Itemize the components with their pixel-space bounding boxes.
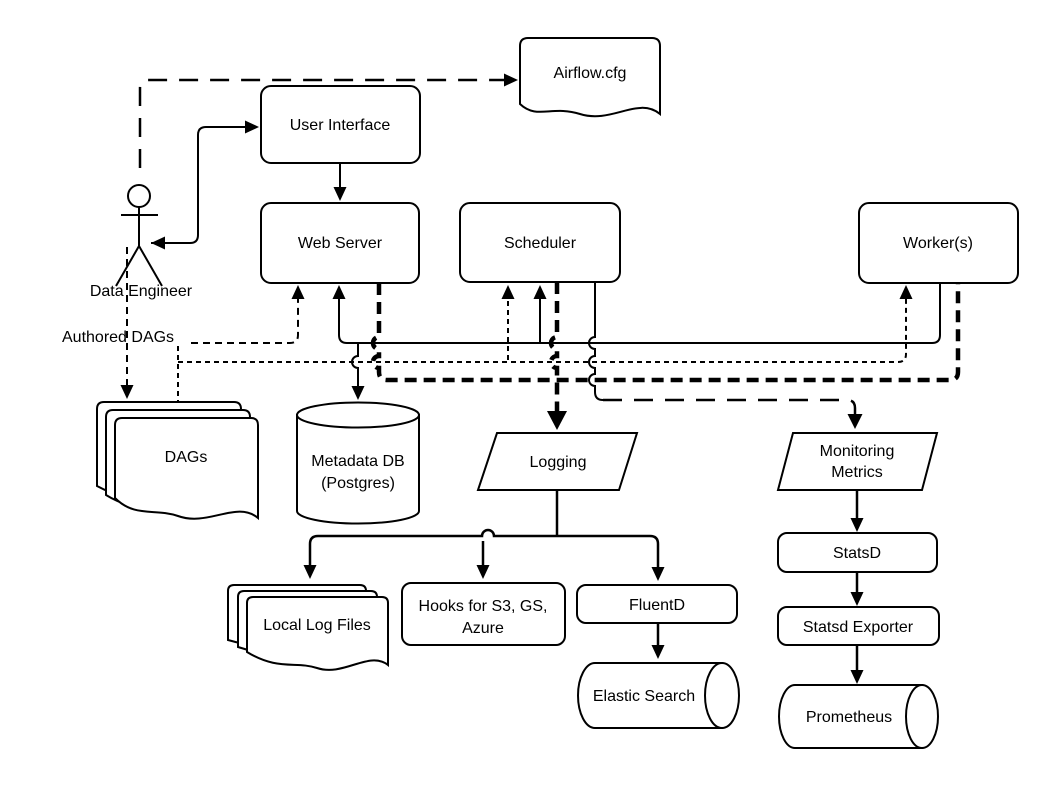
hooks-label-line2: Azure xyxy=(462,620,504,637)
actor-body xyxy=(115,207,163,287)
node-metadata-db: Metadata DB (Postgres) xyxy=(296,401,420,525)
statsd-box xyxy=(777,532,938,573)
airflow-cfg-document-shape xyxy=(519,37,661,118)
authored-dags-edge-label: Authored DAGs xyxy=(62,329,174,346)
arrowhead-airflowcfg xyxy=(504,73,518,87)
edge-worker-webserver xyxy=(338,283,941,344)
arrowhead-statsd xyxy=(850,518,864,532)
monitoring-label-line1: Monitoring xyxy=(820,443,895,460)
arrowhead-prometheus xyxy=(850,670,864,684)
elastic-search-label: Elastic Search xyxy=(593,688,695,705)
arrowhead-metadatadb xyxy=(351,386,365,400)
statsd-exporter-label: Statsd Exporter xyxy=(803,619,914,636)
workers-label: Worker(s) xyxy=(903,235,973,252)
statsd-exporter-box xyxy=(777,606,940,646)
node-statsd: StatsD xyxy=(777,532,938,573)
airflow-cfg-label: Airflow.cfg xyxy=(554,65,627,82)
actor-head xyxy=(127,184,151,208)
statsd-label: StatsD xyxy=(833,545,881,562)
local-log-files-label: Local Log Files xyxy=(263,617,371,634)
scheduler-label: Scheduler xyxy=(504,235,577,252)
arrowhead-logging xyxy=(547,411,567,430)
elastic-search-cylinder-body xyxy=(576,662,723,729)
fluentd-label: FluentD xyxy=(629,597,685,614)
arrowhead-dags-worker xyxy=(899,285,913,299)
arrowhead-monitoring xyxy=(847,414,863,429)
node-web-server: Web Server xyxy=(260,202,420,284)
arrowhead-engineer-dags xyxy=(120,385,134,399)
arrowhead-to-engineer xyxy=(151,236,165,250)
user-interface-label: User Interface xyxy=(290,117,391,134)
edge-scheduler-monitoring xyxy=(603,398,857,414)
edge-engineer-ui xyxy=(151,126,245,244)
user-interface-box xyxy=(260,85,421,164)
metadata-db-label-line1: Metadata DB xyxy=(311,453,404,470)
node-fluentd: FluentD xyxy=(576,584,738,624)
node-logging: Logging xyxy=(476,432,639,491)
local-log-files-sheet-front xyxy=(246,596,389,671)
metadata-db-label-line2: (Postgres) xyxy=(321,475,395,492)
dags-sheet-front xyxy=(114,417,259,521)
edge-webserver-metadatadb xyxy=(351,343,359,386)
edge-authored-dags-webserver xyxy=(191,299,299,344)
hooks-box xyxy=(401,582,566,646)
node-elastic-search: Elastic Search xyxy=(576,662,740,729)
prometheus-label: Prometheus xyxy=(806,709,892,726)
web-server-label: Web Server xyxy=(298,235,383,252)
arrowhead-solid-scheduler xyxy=(533,285,547,299)
edge-dags-worker xyxy=(178,299,907,363)
arrowhead-exporter xyxy=(850,592,864,606)
node-workers: Worker(s) xyxy=(858,202,1019,284)
node-airflow-cfg: Airflow.cfg xyxy=(519,37,661,118)
hooks-label-line1: Hooks for S3, GS, xyxy=(419,598,548,615)
data-engineer-label: Data Engineer xyxy=(90,283,193,300)
monitoring-parallelogram xyxy=(776,432,939,491)
node-local-log-files: Local Log Files xyxy=(227,584,389,671)
node-dags: DAGs xyxy=(96,401,259,521)
arrowhead-elastic xyxy=(651,645,665,659)
edges xyxy=(120,73,961,684)
workers-box xyxy=(858,202,1019,284)
arrowhead-dags-scheduler xyxy=(501,285,515,299)
edge-scheduler-logging xyxy=(548,282,560,412)
node-data-engineer: Data Engineer xyxy=(90,184,193,300)
monitoring-label-line2: Metrics xyxy=(831,464,883,481)
node-prometheus: Prometheus xyxy=(777,684,939,749)
prometheus-cylinder-body xyxy=(777,684,923,749)
prometheus-cylinder-cap xyxy=(905,684,939,749)
metadata-db-cylinder-body xyxy=(296,414,420,525)
logging-label: Logging xyxy=(530,454,587,471)
arrowhead-authored-webserver xyxy=(291,285,305,299)
node-monitoring-metrics: Monitoring Metrics xyxy=(776,432,939,491)
node-hooks: Hooks for S3, GS, Azure xyxy=(401,582,566,646)
arrowhead-locallogs xyxy=(303,565,317,579)
arrowhead-hooks xyxy=(476,565,490,579)
edge-webserver-worker-thick xyxy=(370,283,961,383)
arrowhead-ui-webserver xyxy=(333,187,347,201)
node-scheduler: Scheduler xyxy=(459,202,621,283)
fluentd-box xyxy=(576,584,738,624)
dags-label: DAGs xyxy=(165,449,208,466)
scheduler-box xyxy=(459,202,621,283)
edge-engineer-airflowcfg xyxy=(138,78,504,168)
edge-logging-fluentd xyxy=(557,534,660,567)
elastic-search-cylinder-cap xyxy=(704,662,740,729)
edge-scheduler-drop xyxy=(588,282,604,401)
edge-logging-locallogs xyxy=(308,528,557,565)
metadata-db-cylinder-top xyxy=(296,401,420,429)
arrowhead-solid-webserver xyxy=(332,285,346,299)
web-server-box xyxy=(260,202,420,284)
arrowhead-to-ui xyxy=(245,120,259,134)
node-user-interface: User Interface xyxy=(260,85,421,164)
node-statsd-exporter: Statsd Exporter xyxy=(777,606,940,646)
logging-parallelogram xyxy=(476,432,639,491)
arrowhead-fluentd xyxy=(651,567,665,581)
